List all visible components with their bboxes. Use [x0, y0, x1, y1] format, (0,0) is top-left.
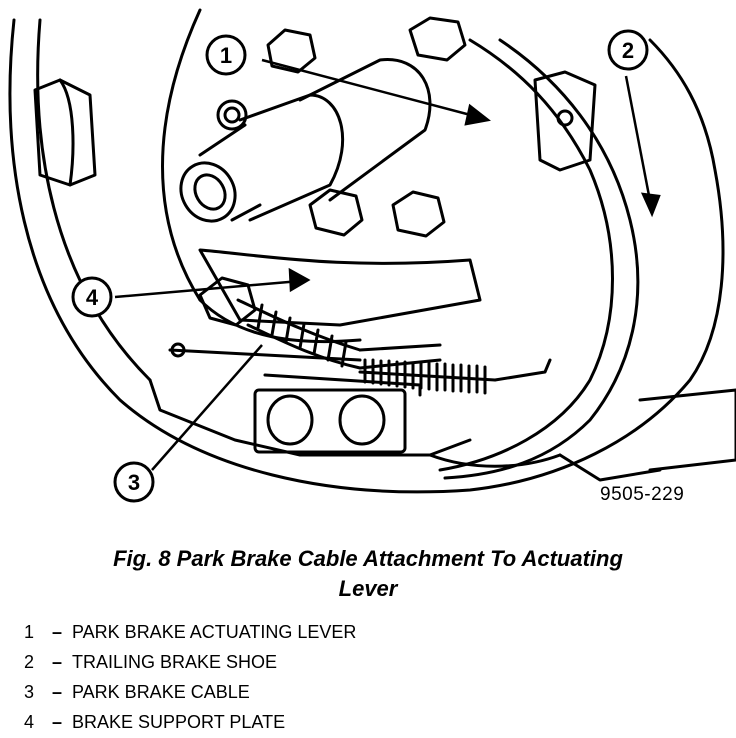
legend-text: PARK BRAKE CABLE — [72, 682, 250, 702]
callout-1-leader — [261, 58, 483, 120]
legend-number: 3 — [24, 682, 35, 702]
legend-text: PARK BRAKE ACTUATING LEVER — [72, 622, 357, 642]
callout-4: 4 — [71, 276, 113, 318]
callout-3: 3 — [113, 461, 155, 503]
callout-1: 1 — [205, 34, 247, 76]
caption-line-2: Lever — [338, 576, 398, 601]
brake-assembly-illustration: 1 2 3 4 — [8, 8, 736, 503]
legend-dash: – — [51, 622, 62, 642]
hold-down-clip-right — [533, 70, 597, 172]
legend-number: 1 — [24, 622, 35, 642]
axle-spindle — [179, 58, 432, 223]
legend-item: 1–PARK BRAKE ACTUATING LEVER — [24, 617, 356, 647]
legend-dash: – — [51, 652, 62, 672]
svg-text:1: 1 — [220, 43, 232, 68]
legend-dash: – — [51, 682, 62, 702]
trailing-brake-shoe — [438, 38, 614, 472]
caption-line-1: Fig. 8 Park Brake Cable Attachment To Ac… — [113, 546, 623, 571]
legend-number: 2 — [24, 652, 35, 672]
callout-2-leader — [624, 75, 653, 207]
svg-text:4: 4 — [86, 285, 99, 310]
legend-number: 4 — [24, 712, 35, 732]
legend-item: 2–TRAILING BRAKE SHOE — [24, 647, 356, 677]
park-brake-actuating-lever — [253, 373, 422, 454]
legend-text: TRAILING BRAKE SHOE — [72, 652, 278, 672]
return-spring — [168, 342, 552, 395]
mounting-bolts — [216, 16, 467, 238]
callout-2: 2 — [607, 29, 649, 71]
figure-code: 9505-229 — [600, 484, 685, 505]
callout-4-leader — [114, 279, 301, 299]
svg-text:2: 2 — [622, 38, 634, 63]
callout-3-leader — [151, 344, 263, 471]
legend-item: 4–BRAKE SUPPORT PLATE — [24, 707, 356, 737]
brake-support-plate — [198, 248, 482, 327]
figure-caption: Fig. 8 Park Brake Cable Attachment To Ac… — [0, 544, 736, 604]
legend-text: BRAKE SUPPORT PLATE — [72, 712, 286, 732]
svg-text:3: 3 — [128, 470, 140, 495]
legend-item: 3–PARK BRAKE CABLE — [24, 677, 356, 707]
legend-dash: – — [51, 712, 62, 732]
backing-plate-outline — [8, 18, 725, 494]
parts-legend: 1–PARK BRAKE ACTUATING LEVER 2–TRAILING … — [24, 617, 356, 737]
